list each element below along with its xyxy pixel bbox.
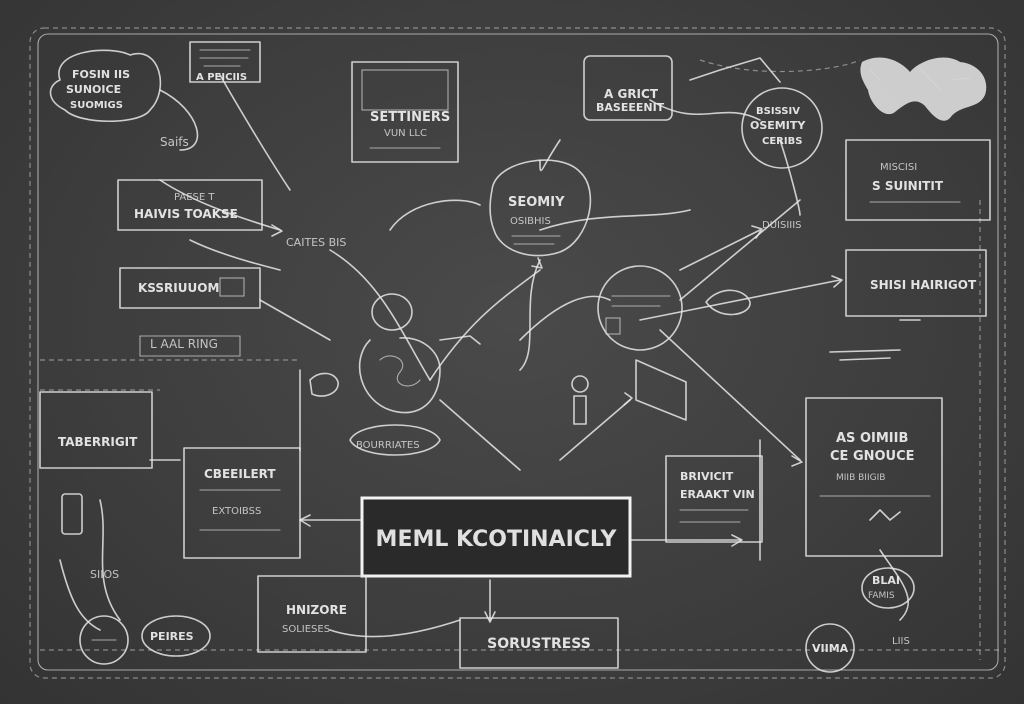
right-mid-big-line2: CE GNOUCE xyxy=(830,449,915,464)
bottom-left-small-label: SIIOS xyxy=(90,568,119,581)
right-mid-big-line3: MIIB BIIGIB xyxy=(836,473,885,483)
top-left-header-text: A PEICIIS xyxy=(196,72,247,83)
left-box-top-title: HAIVIS TOAKSE xyxy=(134,207,238,221)
lightbulb-icon xyxy=(571,375,589,425)
right-mid-small-line1: BRIVICIT xyxy=(680,470,734,483)
inner-frame xyxy=(37,33,999,671)
bottom-right-oval-node: BLAI FAMIS xyxy=(861,567,915,609)
top-left-cloud-line1: FOSIN IIS xyxy=(72,68,130,81)
top-center-box-sub: VUN LLC xyxy=(384,128,427,139)
top-right-circle-line1: BSISSIV xyxy=(756,106,800,117)
bottom-right-label3: VIIMA xyxy=(812,642,849,655)
right-box-top-label: MISCISI xyxy=(880,162,917,173)
bottom-left-circle-node xyxy=(79,615,129,665)
bottom-center-box-title: SORUSTRESS xyxy=(487,636,591,652)
right-box-mid-node: SHISI HAIRIGOT xyxy=(845,249,987,317)
right-mid-small-box-node: BRIVICIT ERAAKT VIN xyxy=(665,455,763,543)
bottom-left-box-sub: SOLIESES xyxy=(282,624,330,635)
top-left-cloud-line3: SUOMIGS xyxy=(70,100,123,111)
center-circle-sub: OSIBHIS xyxy=(510,216,551,227)
flag-icon xyxy=(635,359,687,421)
battery-icon xyxy=(219,277,245,297)
left-box-top-node: PAESE T HAIVIS TOAKSE xyxy=(117,179,263,231)
top-left-cloud-node: FOSIN IIS SUNOICE SUOMIGS xyxy=(49,49,162,123)
left-lower-box-node: CBEEILERT EXTOIBSS xyxy=(183,447,301,559)
battery-icon-left xyxy=(61,493,83,535)
left-small-label: L AAL RING xyxy=(150,337,218,351)
top-right-circle-line3: CERIBS xyxy=(762,136,802,147)
connectors xyxy=(40,59,1000,660)
world-map-icon xyxy=(860,57,987,121)
left-small-label-frame xyxy=(139,335,241,357)
bottom-left-circle-label: PEIRES xyxy=(150,630,194,643)
center-note: CAITES BIS xyxy=(286,236,346,249)
right-mid-big-line1: AS OIMIIB xyxy=(836,431,908,446)
top-center-box-title: SETTINERS xyxy=(370,110,450,125)
top-left-header-node: A PEICIIS xyxy=(189,41,261,83)
outer-frame xyxy=(29,27,1006,679)
center-circle-node: SEOMIY OSIBHIS xyxy=(489,159,592,257)
left-lower-box-title: CBEEILERT xyxy=(204,467,276,481)
top-center-right-line1: A GRICT xyxy=(604,87,659,101)
top-left-small-label: Saifs xyxy=(160,135,189,149)
top-center-right-box-node: A GRICT BASEEENIT xyxy=(583,55,781,121)
top-left-cloud-line2: SUNOICE xyxy=(66,83,121,96)
bottom-left-box-title: HNIZORE xyxy=(286,603,347,617)
hand-drawn-doodle-icon xyxy=(309,289,901,397)
central-topic-title: MEML KCOTINAICLY xyxy=(376,527,618,552)
left-box-bottom-node: TABERRIGIT xyxy=(39,391,153,469)
bottom-right-label1: BLAI xyxy=(872,574,900,587)
left-lower-box-sub: EXTOIBSS xyxy=(212,506,261,517)
top-center-right-line2: BASEEENIT xyxy=(596,101,665,114)
top-right-circle-line2: OSEMITY xyxy=(750,119,806,132)
right-mid-small-line2: ERAAKT VIN xyxy=(680,488,755,501)
central-topic-node: MEML KCOTINAICLY xyxy=(360,496,632,578)
top-center-box-node: SETTINERS VUN LLC xyxy=(351,61,459,163)
center-right-circle-node xyxy=(597,265,683,351)
figure-label: BOURRIATES xyxy=(356,440,420,451)
left-box-mid-node: KSSRIUUOM xyxy=(119,267,261,309)
bottom-right-circle-node: VIIMA xyxy=(805,623,855,673)
right-box-top-title: S SUINITIT xyxy=(872,179,944,193)
right-mid-big-box-node: AS OIMIIB CE GNOUCE MIIB BIIGIB xyxy=(805,397,943,557)
right-box-mid-title: SHISI HAIRIGOT xyxy=(870,278,977,292)
brain-figure-icon: BOURRIATES xyxy=(349,293,441,456)
bottom-left-box-node: HNIZORE SOLIESES xyxy=(257,575,367,653)
bottom-center-box-node: SORUSTRESS xyxy=(459,617,619,669)
left-box-bottom-title: TABERRIGIT xyxy=(58,435,138,449)
center-circle-title: SEOMIY xyxy=(508,195,565,210)
bottom-right-tag: LIIS xyxy=(892,636,910,647)
bottom-left-oval-node: PEIRES xyxy=(141,615,211,657)
left-box-top-label: PAESE T xyxy=(174,192,215,203)
bottom-right-label2: FAMIS xyxy=(868,591,895,601)
top-right-circle-node: BSISSIV OSEMITY CERIBS xyxy=(741,87,823,169)
left-box-mid-title: KSSRIUUOM xyxy=(138,281,219,295)
right-small-caption: DUISIIIS xyxy=(762,220,802,231)
right-box-top-node: MISCISI S SUINITIT xyxy=(845,139,991,221)
